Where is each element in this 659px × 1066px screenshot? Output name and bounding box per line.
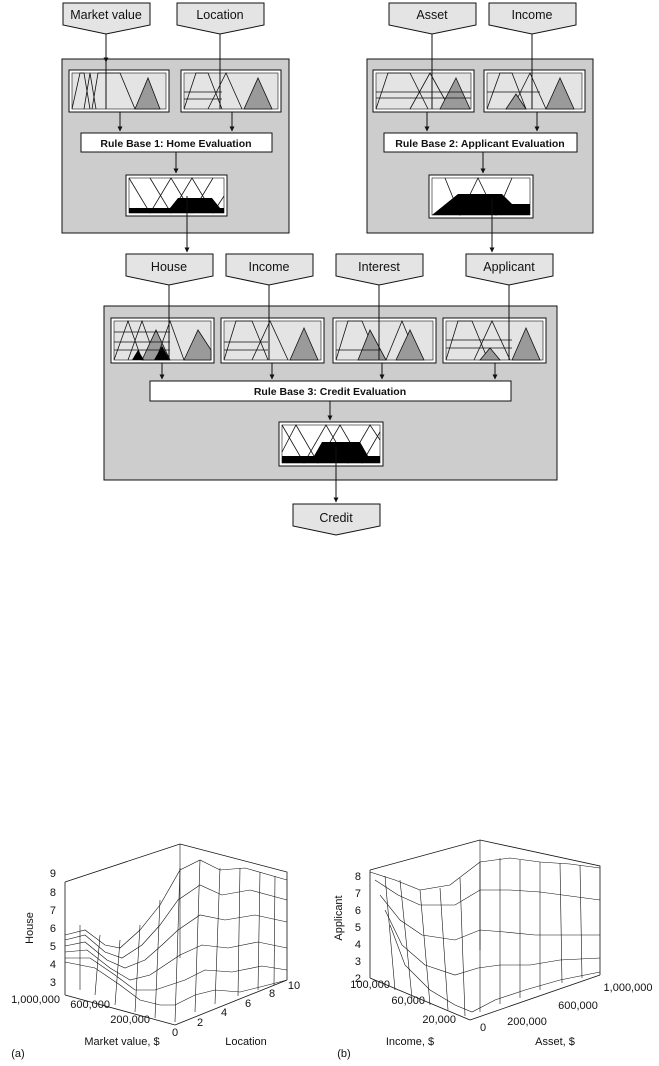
aggregated-output-rb2 (428, 174, 534, 219)
plot-b-z-tick-4: 4 (355, 939, 361, 951)
plot-b-x-tick-0: 0 (480, 1022, 486, 1034)
plot-b-z-tick-2: 2 (355, 973, 361, 985)
plot-a-x-tick-200000: 200,000 (110, 1014, 150, 1026)
plot-a-z-tick-4: 4 (50, 959, 56, 971)
input-box-income-top: Income (488, 2, 577, 35)
plot-b-x-tick-20000: 20,000 (422, 1014, 456, 1026)
plot-a-x-label: Market value, $ (84, 1036, 159, 1048)
plot-a-y-tick-10: 10 (288, 980, 300, 992)
aggregated-output-rb1 (125, 174, 228, 217)
rule-base-3-label: Rule Base 3: Credit Evaluation (254, 386, 406, 398)
mf-chart-location (180, 69, 282, 113)
plot-b-z-label: Applicant (333, 895, 345, 940)
plot-b-z-tick-3: 3 (355, 956, 361, 968)
mf-chart-house (110, 317, 215, 364)
aggregated-output-rb3 (278, 421, 384, 467)
mf-chart-market-value (68, 69, 170, 113)
plot-a-y-tick-8: 8 (269, 988, 275, 1000)
input-box-market-value: Market value (62, 2, 151, 35)
rule-base-2-panel: Rule Base 2: Applicant Evaluation (366, 58, 594, 234)
intermediate-label-interest: Interest (358, 260, 400, 274)
surface-plot-a: 9 8 7 6 5 4 3 House 1,000,000 600,000 20… (11, 843, 300, 1060)
output-box-credit: Credit (292, 503, 381, 536)
intermediate-label-house: House (151, 260, 187, 274)
plot-b-z-tick-8: 8 (355, 871, 361, 883)
plot-a-z-tick-7: 7 (50, 905, 56, 917)
rule-base-1-panel: Rule Base 1: Home Evaluation (61, 58, 290, 234)
mf-chart-income-rb3 (220, 317, 325, 364)
plot-a-y-label: Location (225, 1036, 267, 1048)
plot-b-y-tick-600000: 600,000 (558, 1000, 598, 1012)
plot-a-z-tick-5: 5 (50, 941, 56, 953)
plot-a-z-tick-9: 9 (50, 868, 56, 880)
plot-a-y-tick-4: 4 (221, 1007, 227, 1019)
rule-base-2-label: Rule Base 2: Applicant Evaluation (395, 138, 564, 150)
plot-b-y-tick-200000: 200,000 (507, 1016, 547, 1028)
plot-b-z-tick-6: 6 (355, 905, 361, 917)
intermediate-box-interest: Interest (335, 253, 424, 286)
input-box-asset: Asset (388, 2, 477, 35)
plot-a-z-tick-8: 8 (50, 887, 56, 899)
plot-b-z-tick-5: 5 (355, 922, 361, 934)
plot-b-panel-label: (b) (337, 1048, 350, 1060)
plot-a-y-tick-2: 2 (197, 1017, 203, 1029)
plot-a-x-tick-1000000: 1,000,000 (11, 994, 60, 1006)
plot-b-y-tick-1000000: 1,000,000 (604, 982, 653, 994)
input-label-market-value: Market value (70, 8, 142, 22)
plot-b-z-tick-7: 7 (355, 888, 361, 900)
input-label-location: Location (196, 8, 243, 22)
output-label-credit: Credit (319, 511, 353, 525)
rule-base-1-label: Rule Base 1: Home Evaluation (100, 138, 251, 150)
input-label-asset: Asset (416, 8, 448, 22)
surface-plot-b: 8 7 6 5 4 3 2 Applicant 100,000 60,000 2… (333, 839, 653, 1060)
plot-a-y-tick-6: 6 (245, 998, 251, 1010)
rule-base-3-panel: Rule Base 3: Credit Evaluation (103, 305, 558, 481)
intermediate-box-applicant: Applicant (465, 253, 554, 286)
mf-chart-applicant (442, 317, 547, 364)
intermediate-box-income: Income (225, 253, 314, 286)
plot-b-y-label: Asset, $ (535, 1036, 575, 1048)
plot-b-x-tick-100000: 100,000 (350, 979, 390, 991)
plot-a-panel-label: (a) (11, 1048, 24, 1060)
mf-chart-interest (332, 317, 437, 364)
mf-chart-income-rb2 (483, 69, 586, 113)
input-label-income-top: Income (512, 8, 553, 22)
plot-a-x-tick-600000: 600,000 (70, 999, 110, 1011)
plot-a-z-tick-3: 3 (50, 977, 56, 989)
intermediate-label-income: Income (249, 260, 290, 274)
intermediate-box-house: House (125, 253, 214, 286)
plot-a-z-tick-6: 6 (50, 923, 56, 935)
mf-chart-asset (372, 69, 475, 113)
plot-a-x-tick-0: 0 (172, 1027, 178, 1039)
plot-b-x-tick-60000: 60,000 (391, 995, 425, 1007)
plot-a-z-label: House (24, 912, 36, 944)
input-box-location: Location (176, 2, 265, 35)
plot-b-x-label: Income, $ (386, 1036, 434, 1048)
intermediate-label-applicant: Applicant (483, 260, 535, 274)
connector-lines (103, 34, 540, 503)
